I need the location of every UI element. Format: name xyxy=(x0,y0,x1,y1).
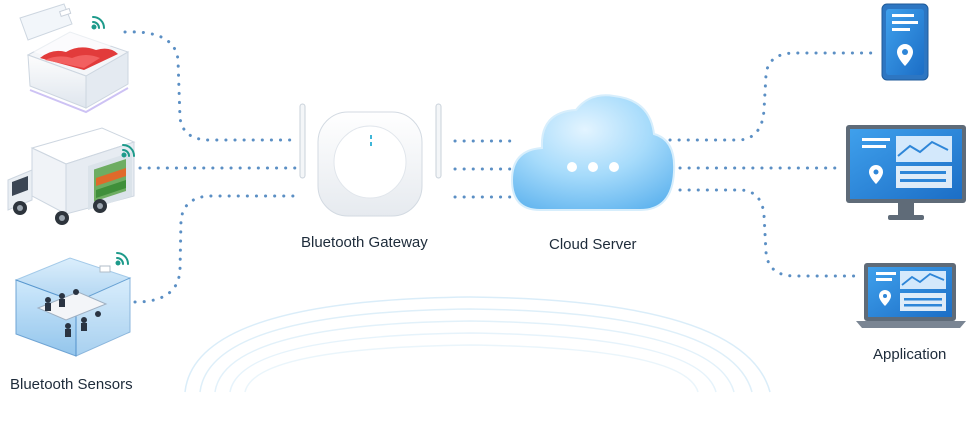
dotted-links xyxy=(123,30,877,304)
link-cloud-to-phone xyxy=(668,51,877,142)
monitor-icon xyxy=(846,125,966,220)
cold-chain-box-icon xyxy=(19,3,130,114)
meeting-room-icon xyxy=(14,252,132,357)
cloud-server-icon xyxy=(510,94,676,211)
label-cloud-server: Cloud Server xyxy=(549,236,637,253)
label-application: Application xyxy=(873,346,947,363)
phone-icon xyxy=(881,3,929,81)
wifi-icon xyxy=(115,252,129,266)
link-room-to-gateway xyxy=(133,194,300,304)
link-cloud-to-laptop xyxy=(678,188,862,278)
label-bluetooth-gateway: Bluetooth Gateway xyxy=(301,234,428,251)
laptop-icon xyxy=(856,263,966,328)
link-box-to-gateway xyxy=(123,30,300,142)
wifi-icon xyxy=(121,144,135,158)
floor-rings xyxy=(184,296,771,393)
bluetooth-gateway-icon xyxy=(299,103,442,217)
label-bluetooth-sensors: Bluetooth Sensors xyxy=(10,376,133,393)
refrigerated-truck-icon xyxy=(7,127,136,225)
wifi-icon xyxy=(91,16,105,30)
